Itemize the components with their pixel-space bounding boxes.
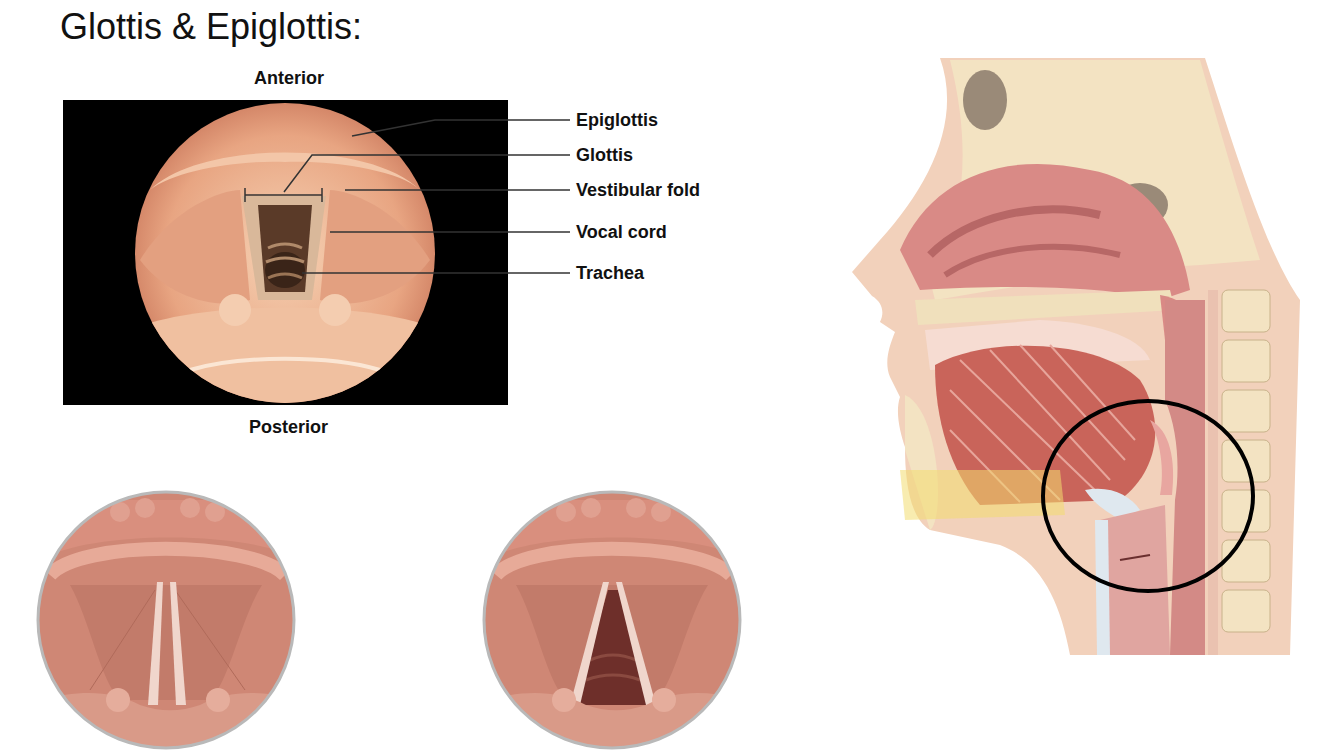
- part-label: Glottis: [576, 145, 633, 166]
- endoscope-photo: [63, 100, 508, 410]
- closed-glottis: [30, 490, 310, 751]
- part-label: Vestibular fold: [576, 180, 700, 201]
- view-ring: [484, 492, 740, 748]
- open-glottis: [476, 490, 756, 751]
- view-ring: [38, 492, 294, 748]
- head-section: [852, 58, 1300, 655]
- orientation-label: Anterior: [254, 68, 324, 89]
- part-label: Trachea: [576, 263, 644, 284]
- orientation-label: Posterior: [249, 417, 328, 438]
- part-label: Epiglottis: [576, 110, 658, 131]
- page-title: Glottis & Epiglottis:: [60, 6, 362, 48]
- part-label: Vocal cord: [576, 222, 667, 243]
- leader-lines: [245, 120, 570, 273]
